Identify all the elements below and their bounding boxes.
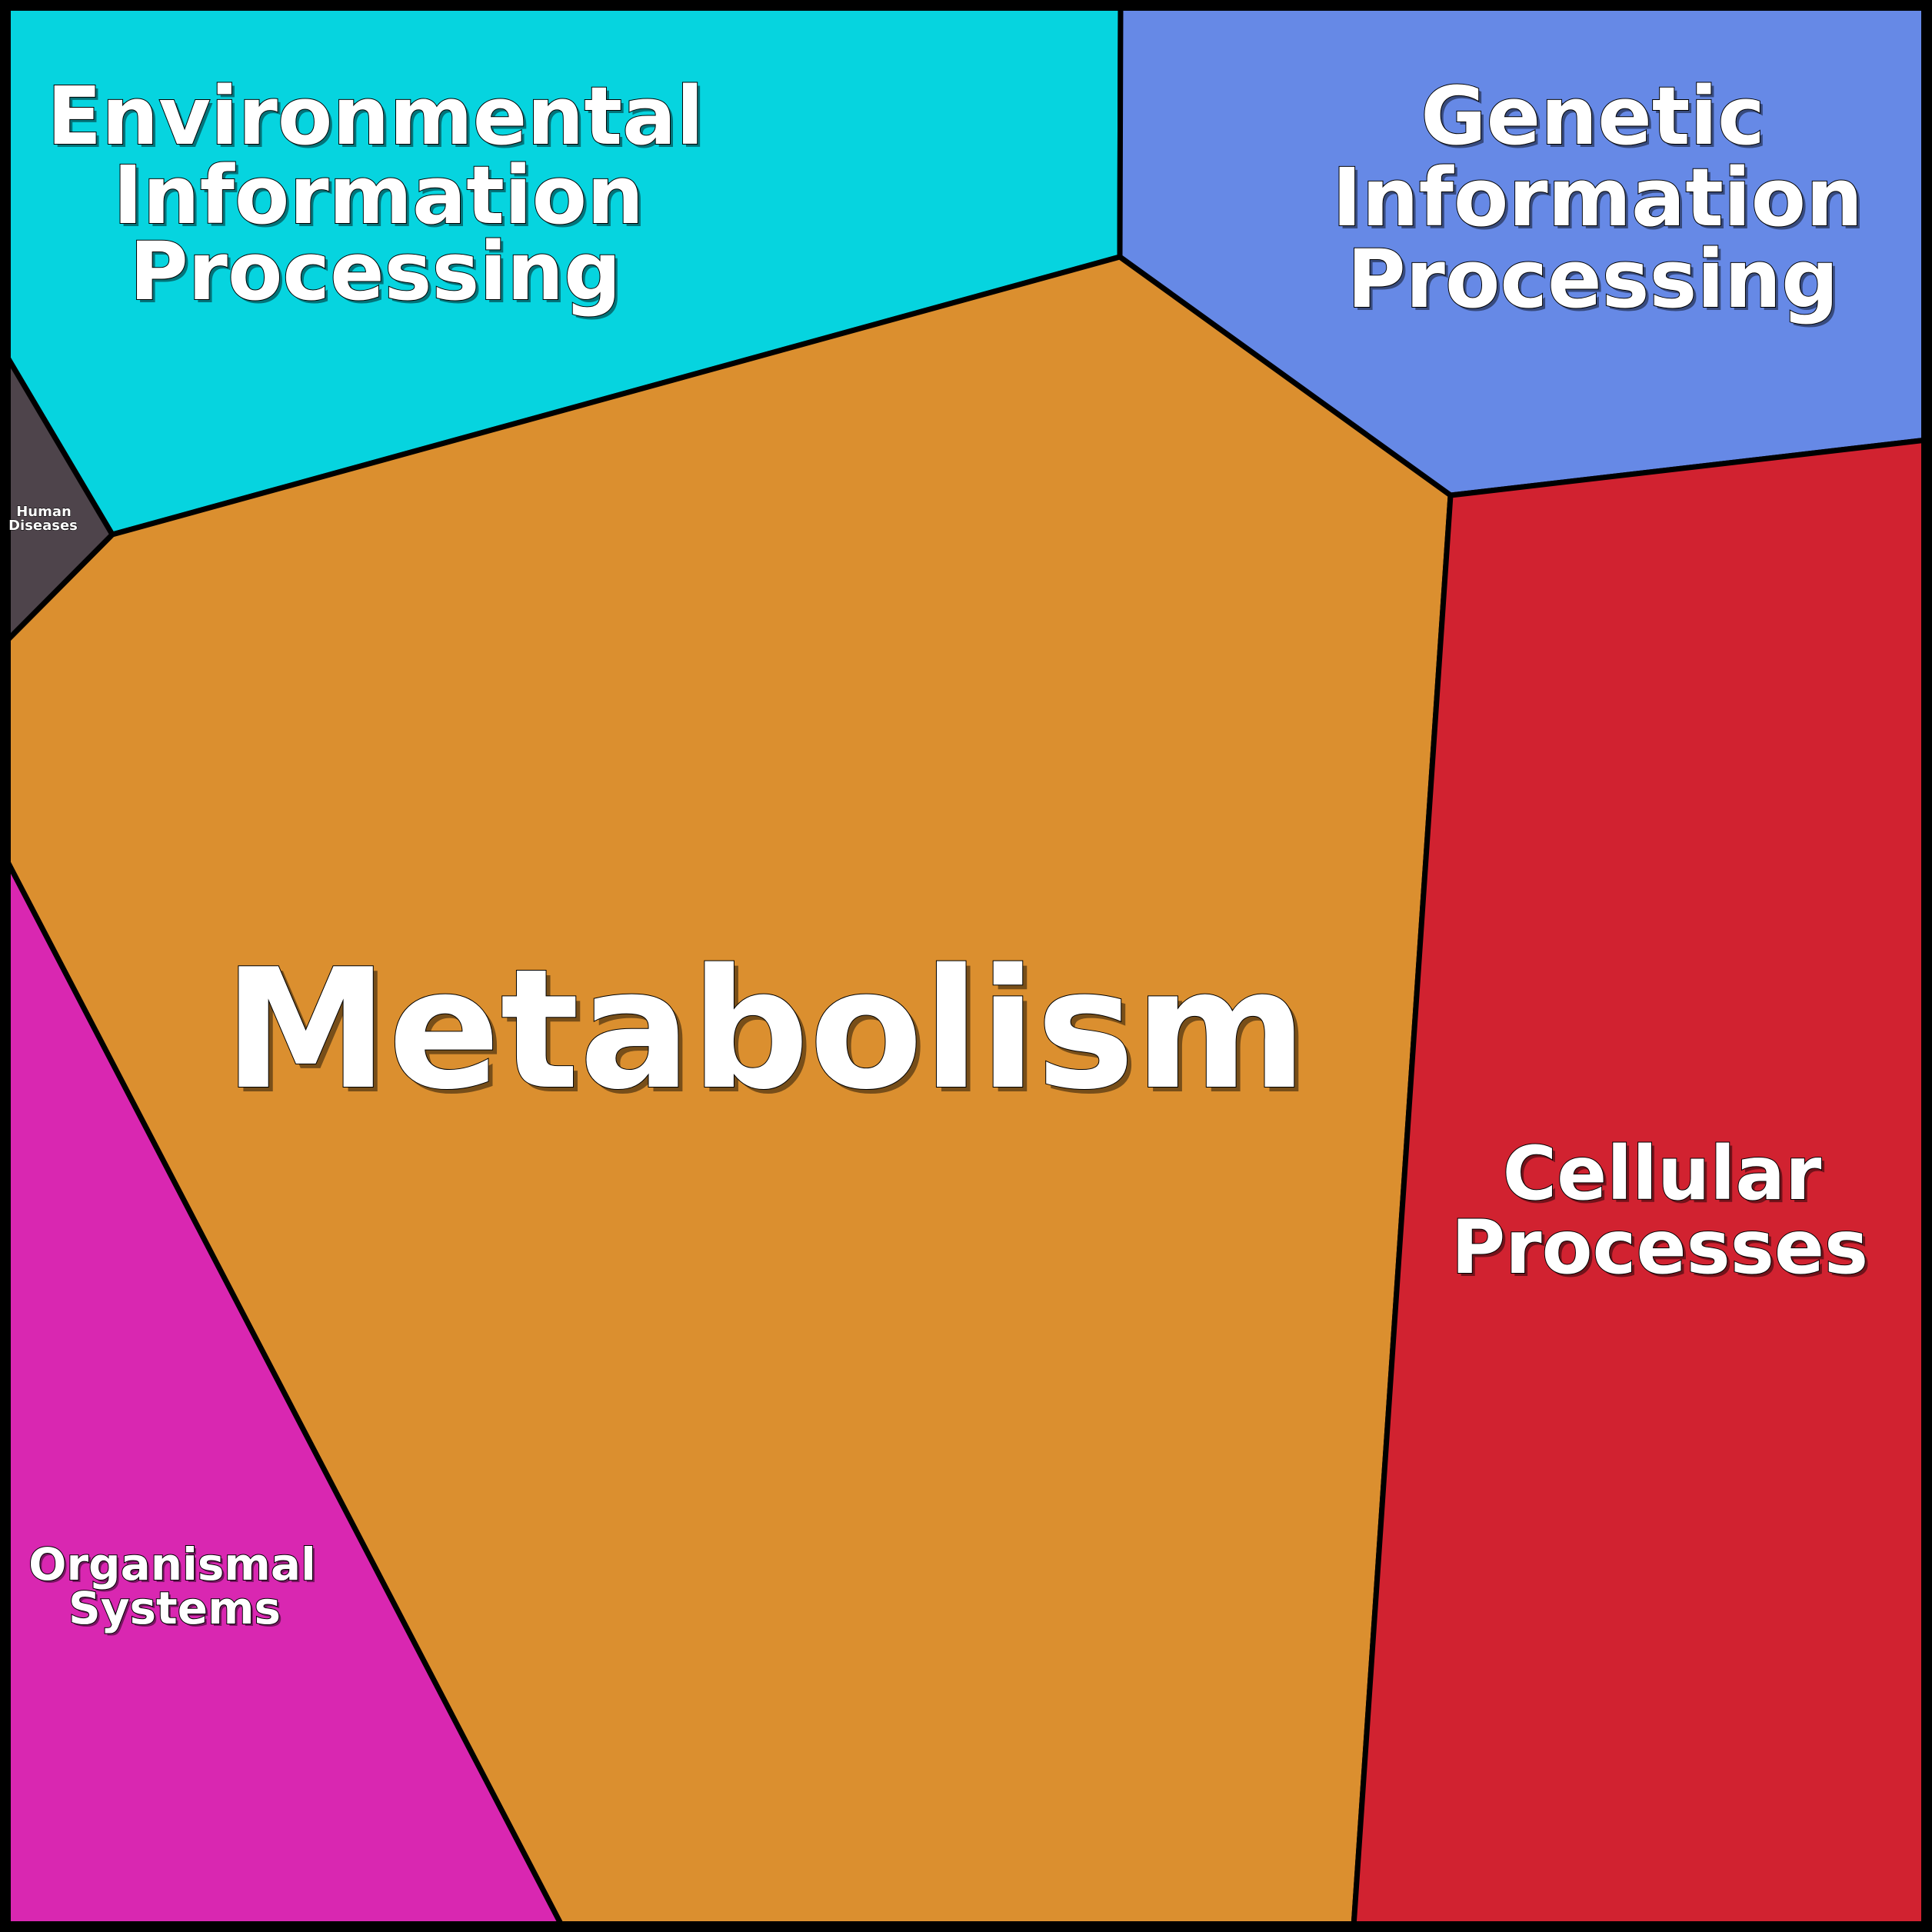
cellular-label-line-2: Processes	[1451, 1204, 1868, 1291]
environmental-label-line-1: Environmental	[47, 69, 704, 163]
svg-text:Metabolism: Metabolism	[228, 938, 1312, 1131]
svg-text:Processing: Processing	[1350, 235, 1841, 329]
environmental-label-line-2: Information	[113, 148, 644, 242]
svg-text:Processes: Processes	[1454, 1208, 1871, 1294]
human-diseases-label-line-1: Human	[16, 504, 72, 520]
organismal-label: Organismal Organismal Systems Systems	[28, 1537, 318, 1637]
cellular-label: Cellular Cellular Processes Processes	[1451, 1130, 1871, 1294]
svg-text:Information: Information	[116, 152, 647, 245]
svg-text:Systems: Systems	[71, 1584, 283, 1637]
metabolism-label: Metabolism Metabolism	[223, 932, 1312, 1131]
svg-text:Organismal: Organismal	[31, 1541, 318, 1593]
organismal-label-line-2: Systems	[68, 1582, 281, 1634]
svg-text:Cellular: Cellular	[1506, 1134, 1825, 1220]
genetic-label-line-2: Information	[1332, 151, 1863, 245]
organismal-label-line-1: Organismal	[28, 1538, 316, 1591]
genetic-label: Genetic Genetic Information Information …	[1331, 68, 1866, 329]
cellular-label-line-1: Cellular	[1503, 1131, 1822, 1217]
svg-text:Environmental: Environmental	[50, 72, 707, 166]
metabolism-label-text: Metabolism	[224, 933, 1307, 1126]
human-diseases-label-line-2: Diseases	[8, 518, 78, 534]
environmental-label-line-3: Processing	[129, 225, 621, 318]
human-diseases-label: Human Diseases	[8, 504, 78, 535]
svg-text:Information: Information	[1335, 154, 1866, 248]
svg-text:Processing: Processing	[132, 228, 624, 321]
svg-text:Genetic: Genetic	[1424, 72, 1767, 166]
environmental-label: Environmental Environmental Information …	[46, 68, 707, 321]
genetic-label-line-1: Genetic	[1421, 69, 1764, 163]
genetic-label-line-3: Processing	[1347, 232, 1838, 326]
